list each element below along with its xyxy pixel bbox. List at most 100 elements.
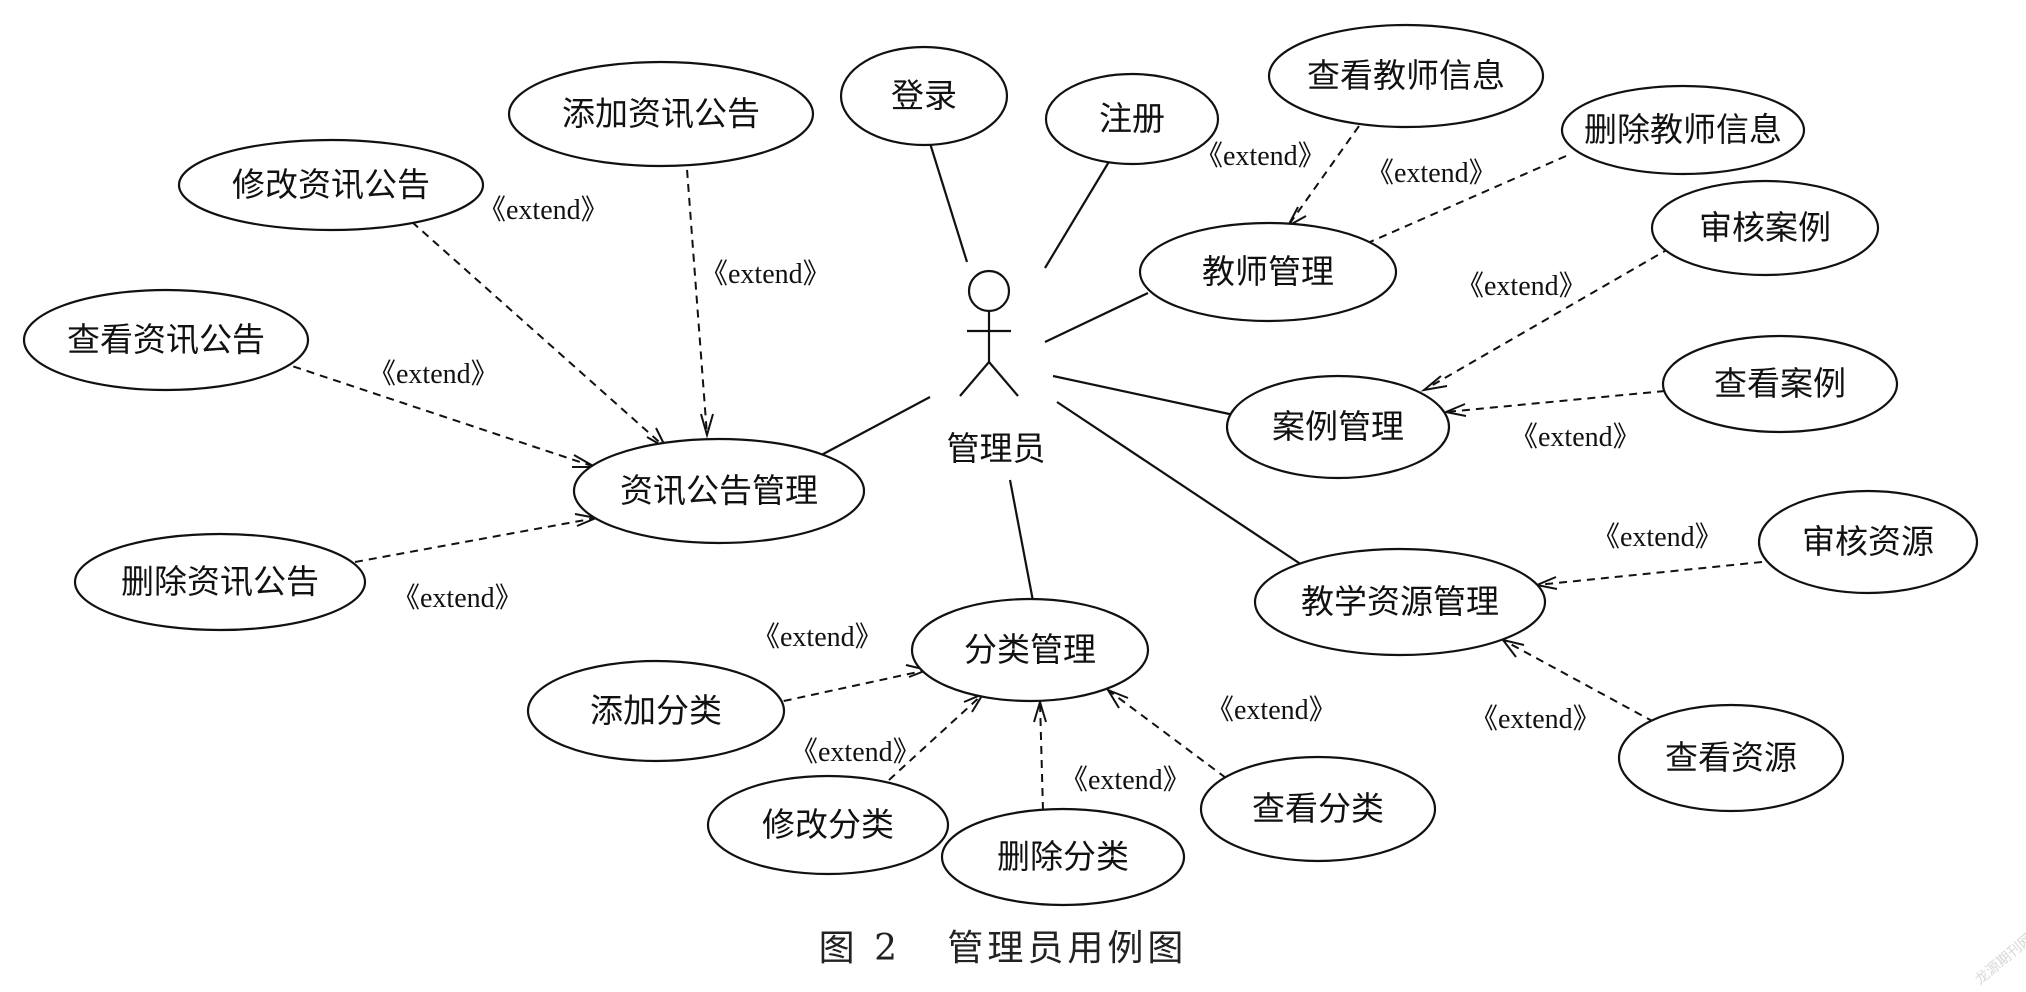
add-category-ellipse	[526, 659, 786, 763]
delete-teacher-ellipse	[1560, 84, 1806, 176]
dep-delete-category	[1039, 701, 1044, 811]
dep-review-case	[1423, 247, 1671, 391]
register-label: 注册	[1099, 99, 1165, 138]
use-case-edit-category: 修改分类	[706, 774, 950, 876]
use-case-review-case: 审核案例	[1650, 179, 1880, 277]
watermark: 龙源期刊网	[1972, 931, 2026, 988]
edit-category-ellipse	[706, 774, 950, 876]
assoc-news-mgmt	[811, 396, 931, 461]
dep-add-category	[769, 669, 928, 705]
extend-label-register-teacher: 《extend》	[1195, 140, 1326, 172]
resource-mgmt-label: 教学资源管理	[1301, 582, 1499, 621]
extend-label-delete-news: 《extend》	[392, 582, 523, 614]
figure-caption: 图 2 管理员用例图	[819, 928, 1188, 969]
use-case-login: 登录	[839, 45, 1009, 147]
extend-label-view-case: 《extend》	[1510, 421, 1641, 453]
delete-category-label: 删除分类	[997, 837, 1129, 876]
assoc-category-mgmt	[1008, 479, 1035, 602]
case-mgmt-ellipse	[1225, 374, 1451, 480]
view-resource-ellipse	[1617, 703, 1845, 813]
extend-label-review-case: 《extend》	[1456, 270, 1587, 302]
dep-review-resource	[1536, 561, 1763, 586]
use-case-resource-mgmt: 教学资源管理	[1253, 547, 1547, 657]
use-case-register: 注册	[1044, 72, 1220, 166]
delete-category-ellipse	[940, 807, 1186, 907]
dep-view-case	[1445, 390, 1666, 413]
assoc-resource-mgmt	[1056, 401, 1306, 568]
register-ellipse	[1044, 72, 1220, 166]
extend-label-view-resource: 《extend》	[1470, 703, 1601, 735]
assoc-teacher-mgmt	[1044, 292, 1149, 343]
extend-label-edit-category: 《extend》	[790, 736, 921, 768]
login-ellipse	[839, 45, 1009, 147]
use-case-teacher-mgmt: 教师管理	[1138, 221, 1398, 323]
arrowhead-view-resource	[1500, 638, 1525, 658]
view-resource-label: 查看资源	[1665, 738, 1797, 777]
extend-label-review-resource: 《extend》	[1592, 521, 1723, 553]
view-teacher-label: 查看教师信息	[1307, 56, 1505, 95]
view-news-ellipse	[22, 288, 310, 392]
extend-label-delete-category: 《extend》	[1060, 764, 1191, 796]
edit-news-ellipse	[177, 138, 485, 232]
use-case-edit-news: 修改资讯公告	[177, 138, 485, 232]
use-case-view-teacher: 查看教师信息	[1267, 23, 1545, 129]
use-case-review-resource: 审核资源	[1757, 489, 1979, 595]
use-case-category-mgmt: 分类管理	[910, 597, 1150, 703]
use-case-view-category: 查看分类	[1199, 755, 1437, 863]
resource-mgmt-ellipse	[1253, 547, 1547, 657]
arrowhead-delete-category	[1033, 698, 1047, 723]
arrowhead-view-category	[1105, 687, 1129, 709]
dep-edit-category	[888, 693, 984, 781]
extend-label-edit-news: 《extend》	[478, 194, 609, 226]
dep-add-news	[685, 155, 708, 436]
extend-dependencies	[279, 125, 1763, 811]
delete-news-ellipse	[73, 532, 367, 632]
view-category-label: 查看分类	[1252, 789, 1384, 828]
use-case-view-news: 查看资讯公告	[22, 288, 310, 392]
extend-labels: 《extend》 《extend》 《extend》 《extend》 《ext…	[368, 140, 1723, 796]
edit-category-label: 修改分类	[762, 805, 894, 844]
add-news-ellipse	[507, 60, 815, 168]
use-case-view-resource: 查看资源	[1617, 703, 1845, 813]
category-mgmt-ellipse	[910, 597, 1150, 703]
use-case-add-news: 添加资讯公告	[507, 60, 815, 168]
use-case-case-mgmt: 案例管理	[1225, 374, 1451, 480]
dep-view-category	[1107, 689, 1227, 779]
use-case-add-category: 添加分类	[526, 659, 786, 763]
extend-label-add-news: 《extend》	[700, 258, 831, 290]
actor-head	[967, 269, 1011, 313]
actor-leg-left	[959, 361, 990, 397]
actor-label: 管理员	[947, 429, 1046, 468]
news-mgmt-label: 资讯公告管理	[620, 471, 818, 510]
review-resource-label: 审核资源	[1802, 522, 1934, 561]
assoc-register	[1044, 159, 1111, 269]
extend-label-view-news: 《extend》	[368, 358, 499, 390]
extend-label-view-category: 《extend》	[1206, 694, 1337, 726]
review-resource-ellipse	[1757, 489, 1979, 595]
use-case-delete-category: 删除分类	[940, 807, 1186, 907]
dep-delete-news	[354, 517, 597, 563]
delete-news-label: 删除资讯公告	[121, 562, 319, 601]
view-case-ellipse	[1661, 334, 1899, 434]
use-case-news-mgmt: 资讯公告管理	[572, 437, 866, 545]
assoc-login	[927, 139, 969, 263]
arrowhead-view-case	[1442, 403, 1467, 417]
use-case-delete-news: 删除资讯公告	[73, 532, 367, 632]
review-case-label: 审核案例	[1699, 208, 1831, 247]
teacher-mgmt-ellipse	[1138, 221, 1398, 323]
view-category-ellipse	[1199, 755, 1437, 863]
edit-news-label: 修改资讯公告	[232, 165, 430, 204]
case-mgmt-label: 案例管理	[1272, 407, 1404, 446]
use-case-delete-teacher: 删除教师信息	[1560, 84, 1806, 176]
extend-label-add-category: 《extend》	[752, 621, 883, 653]
add-category-label: 添加分类	[590, 691, 722, 730]
association-lines	[811, 139, 1306, 602]
view-news-label: 查看资讯公告	[67, 320, 265, 359]
review-case-ellipse	[1650, 179, 1880, 277]
view-case-label: 查看案例	[1714, 364, 1846, 403]
dep-view-resource	[1502, 639, 1655, 723]
actor-admin: 管理员	[947, 269, 1046, 468]
dep-edit-news	[411, 221, 667, 449]
dep-view-teacher	[1287, 125, 1360, 227]
